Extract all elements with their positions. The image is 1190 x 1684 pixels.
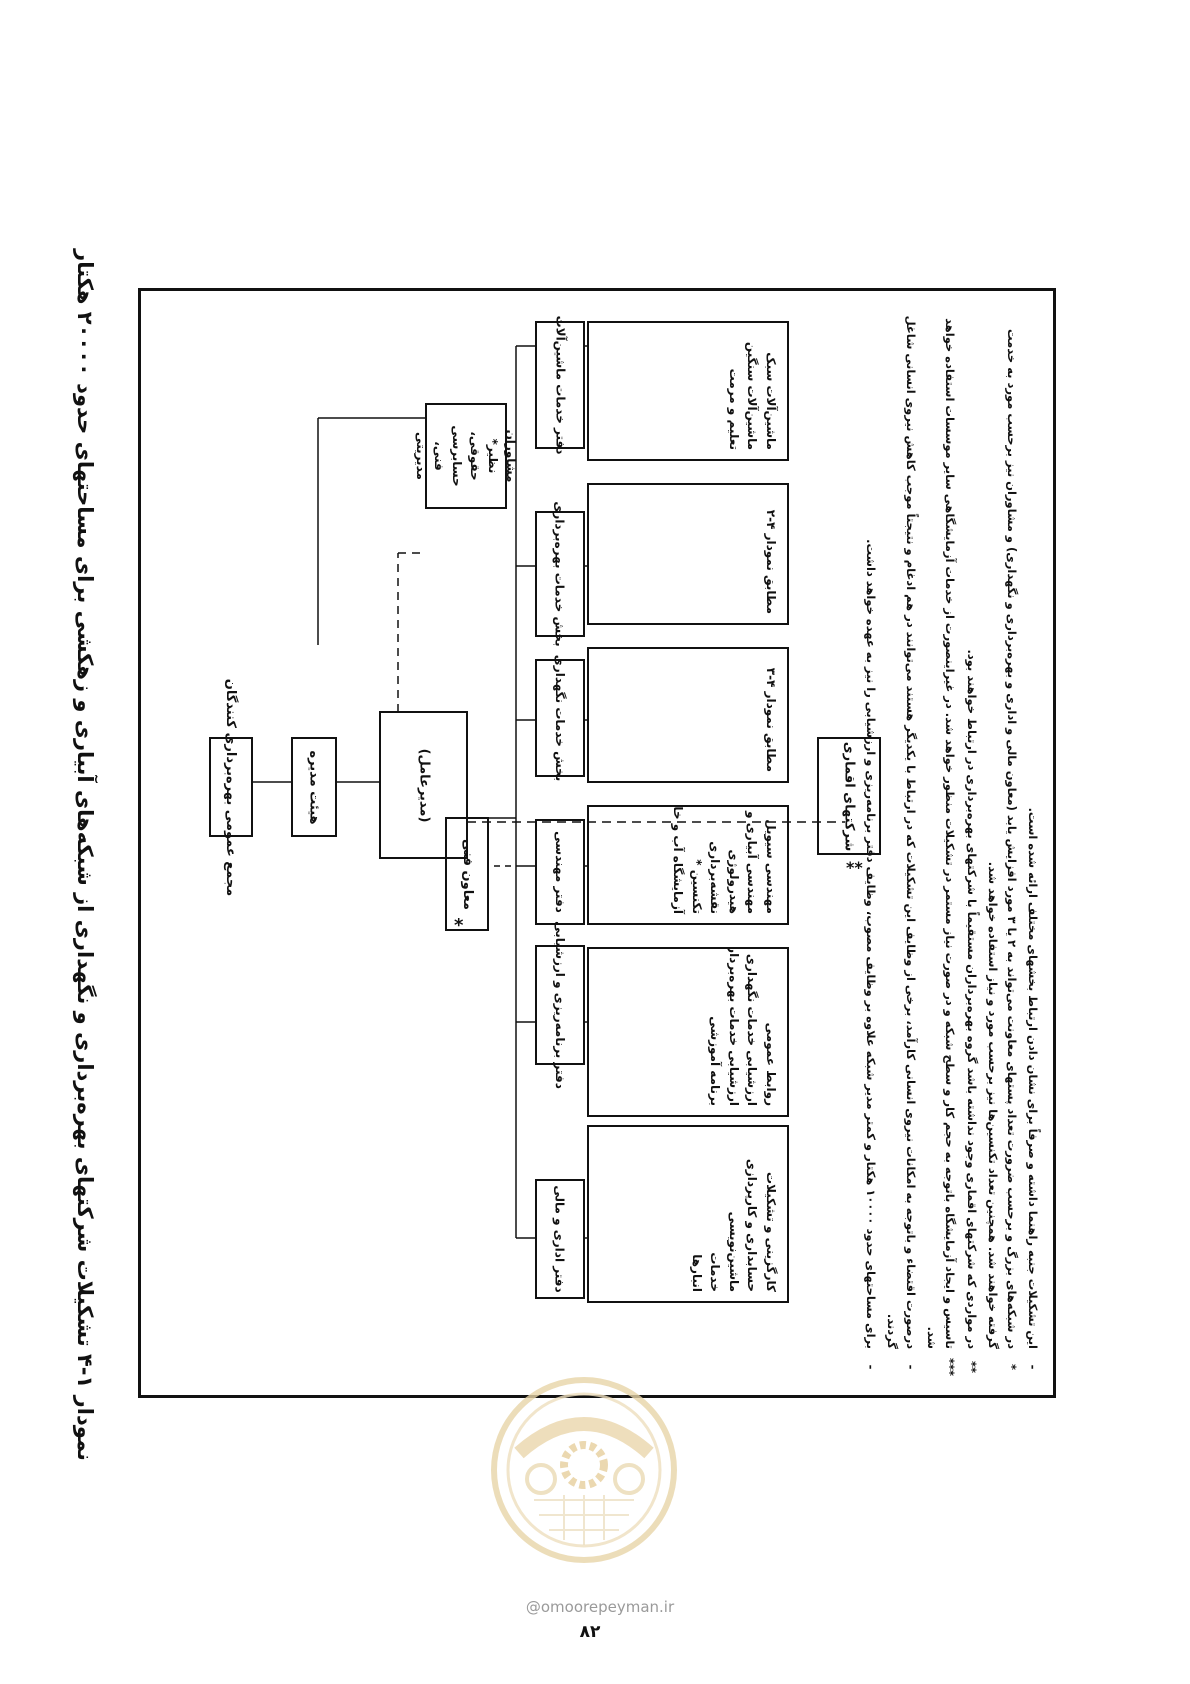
dept-item: حسابداری و کارپردازی	[745, 1158, 760, 1292]
dept-content-box	[587, 647, 789, 783]
footnote: - برای مساحتهای حدود ۱۰۰۰۰ هکتار و کمتر م…	[861, 306, 879, 1379]
dept-title: دفتر مهندسی	[536, 820, 584, 924]
dept-content-box	[587, 1125, 789, 1303]
seal-inner-ring	[506, 1392, 662, 1548]
footnote-text: در مواردی که شرکتهای اقماری وجود نداشته …	[964, 649, 979, 1349]
dept-title-box	[535, 321, 585, 449]
dept-title: دفتر اداری و مالی	[536, 1180, 584, 1298]
board: هیئت مدیره	[292, 738, 336, 836]
dept-content-box	[587, 321, 789, 461]
seal-gear-icon	[560, 1441, 608, 1489]
page-number: ۸۲	[579, 1622, 601, 1642]
technical-deputy-mark: *	[454, 915, 464, 936]
dept-item: ارزشیابی خدمات بهره‌برداری	[726, 948, 741, 1106]
footnotes-block: - این تشکیلات جنبه راهنما داشته و صرفاً ب…	[814, 300, 1046, 1385]
dept-item: انبارها	[689, 1254, 704, 1292]
dept-title-text: دفتر مهندسی	[553, 831, 567, 913]
footnote-text: تاسیس و ایجاد آزمایشگاه باتوجه به حجم کا…	[925, 318, 958, 1349]
seal-outer-ring	[491, 1377, 677, 1563]
footnote-text: در شبکه‌های بزرگ و برحسب ضرورت تعداد پست…	[986, 328, 1019, 1349]
advisors-label: مشاوران نظیر* حقوقی، حسابرسی فنی، مدیریت…	[414, 425, 518, 487]
dept-title-text: دفتر اداری و مالی	[553, 1185, 567, 1293]
footnote: *** تاسیس و ایجاد آزمایشگاه باتوجه به حجم…	[923, 306, 960, 1379]
dept-content: مطابق نمودار ۴-۳	[588, 648, 788, 782]
dept-title: بخش خدمات نگهداری	[536, 655, 584, 781]
ceo-box	[379, 711, 468, 859]
dept-item: مهندسی سیویل	[764, 819, 778, 914]
dept-title-text: دفتر خدمات ماشین‌آلات	[553, 315, 568, 455]
dept-item: برنامه آموزشی	[708, 1016, 723, 1106]
technical-deputy-label: معاون فنی	[459, 838, 475, 910]
dept-item: ماشین‌آلات سنگین	[745, 341, 760, 450]
general-assembly: مجمع عمومی بهره‌برداری کنندگان	[210, 678, 252, 895]
board-label: هیئت مدیره	[306, 749, 322, 825]
dept-content-box	[587, 805, 789, 925]
dept-item: روابط عمومی	[764, 1022, 778, 1106]
seal-scales-icon	[525, 1463, 557, 1495]
satellite-companies-box	[817, 737, 881, 855]
dept-content: روابط عمومی ارزشیابی خدمات نگهداری ارزشیاب…	[588, 948, 788, 1116]
dept-title-box	[535, 511, 585, 637]
footnote-text: درصورت اقتضاء و باتوجه به امکانات نیروی …	[885, 315, 918, 1349]
dept-title: بخش خدمات بهره‌برداری	[536, 501, 584, 646]
footnote-mark: -	[1026, 1364, 1040, 1370]
footnote: ** در مواردی که شرکتهای اقماری وجود نداشت…	[962, 306, 980, 1379]
dept-item: کارگزینی و تشکیلات	[764, 1172, 778, 1292]
footnote-mark: *	[1004, 1363, 1019, 1370]
dept-item: مطابق نمودار ۴-۲	[764, 509, 778, 614]
satellite-companies-mark: **	[846, 858, 863, 877]
footnote: - درصورت اقتضاء و باتوجه به امکانات نیروی…	[883, 306, 920, 1379]
general-assembly-box	[209, 737, 253, 837]
seal-gear-small-icon	[613, 1463, 645, 1495]
footnote: - این تشکیلات جنبه راهنما داشته و صرفاً ب…	[1024, 306, 1042, 1379]
seal-watermark	[491, 1377, 677, 1563]
footnote: * در شبکه‌های بزرگ و برحسب ضرورت تعداد پس…	[984, 306, 1021, 1379]
footnote-mark: ***	[943, 1357, 958, 1377]
dept-item: خدمات	[708, 1252, 723, 1292]
dept-title-box	[535, 659, 585, 777]
board-box	[291, 737, 337, 837]
dept-item: ماشین‌نویسی	[726, 1211, 741, 1292]
site-watermark: @omoorepeyman.ir	[525, 1598, 675, 1616]
technical-deputy-box	[445, 817, 489, 931]
advisors: مشاوران نظیر* حقوقی، حسابرسی فنی، مدیریت…	[414, 404, 518, 508]
dept-content-box	[587, 483, 789, 625]
seal-banner	[514, 1417, 654, 1459]
dept-item: هیدرولوژی	[726, 849, 741, 914]
advisors-box	[425, 403, 507, 509]
dept-item: مهندسی آبیاری و زهکشی	[745, 806, 760, 914]
dept-title-text: دفتر برنامه‌ریزی و ارزشیابی	[553, 921, 567, 1089]
footnote-mark: -	[863, 1364, 878, 1370]
footnote-mark: -	[903, 1364, 918, 1370]
footnote-mark: **	[964, 1360, 979, 1374]
dept-item: تعلیم و مرمت	[726, 368, 741, 450]
general-assembly-label: مجمع عمومی بهره‌برداری کنندگان	[223, 678, 239, 896]
seal-grid	[534, 1495, 634, 1545]
dept-item: تکنسین *	[689, 859, 704, 914]
dept-item: ارزشیابی خدمات نگهداری	[745, 953, 760, 1106]
dept-title-text: بخش خدمات بهره‌برداری	[553, 501, 568, 647]
technical-deputy: معاون فنی	[446, 818, 488, 930]
dept-item: مطابق نمودار ۴-۳	[764, 667, 778, 772]
dept-item: نقشه‌برداری	[708, 841, 723, 914]
dept-title-box	[535, 1179, 585, 1299]
dept-title-text: بخش خدمات نگهداری	[553, 654, 567, 782]
dept-title: دفتر خدمات ماشین‌آلات	[536, 316, 584, 455]
dept-content: ماشین‌آلات سبک ماشین‌آلات سنگین تعلیم و مر…	[588, 322, 788, 460]
connector-lines	[252, 345, 845, 1239]
dept-content: کارگزینی و تشکیلات حسابداری و کارپردازی ما…	[588, 1126, 788, 1302]
footnote-text: این تشکیلات جنبه راهنما داشته و صرفاً بر…	[1026, 807, 1040, 1349]
footnote-text: برای مساحتهای حدود ۱۰۰۰۰ هکتار و کمتر مد…	[863, 539, 878, 1349]
dept-content: مهندسی سیویل مهندسی آبیاری و زهکشی هیدرولو…	[588, 806, 788, 924]
dept-title-box	[535, 819, 585, 925]
dept-title-box	[535, 945, 585, 1065]
ceo-label: (مدیرعامل)	[415, 748, 431, 822]
dept-content-box	[587, 947, 789, 1117]
dept-title: دفتر برنامه‌ریزی و ارزشیابی	[536, 921, 584, 1089]
dept-item: آزمایشگاه آب و خاک ***	[671, 806, 686, 914]
dept-item: ماشین‌آلات سبک	[764, 352, 778, 450]
dept-content: مطابق نمودار ۴-۲	[588, 484, 788, 624]
